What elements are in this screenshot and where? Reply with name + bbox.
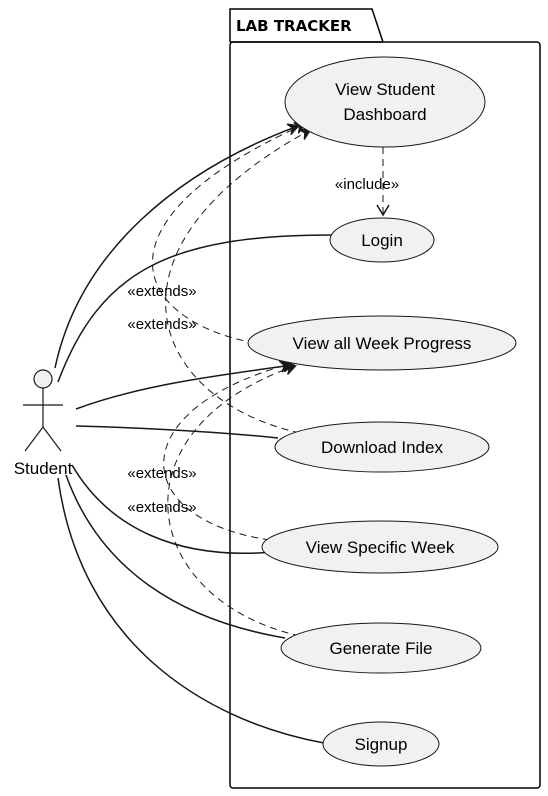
actor-student: Student — [14, 369, 73, 478]
extends-arrow-2 — [165, 130, 310, 434]
usecase-login-label: Login — [361, 231, 403, 250]
usecase-view-specific-week: View Specific Week — [261, 520, 499, 574]
assoc-specific-week — [71, 464, 274, 554]
usecase-signup-label: Signup — [355, 735, 408, 754]
extends-arrow-3 — [163, 364, 290, 541]
actor-label: Student — [14, 459, 73, 478]
assoc-signup — [57, 477, 325, 744]
extends-label-3: «extends» — [127, 465, 196, 482]
usecase-view-all-week-progress: View all Week Progress — [247, 315, 517, 371]
assoc-login — [57, 234, 334, 383]
extends-label-2: «extends» — [127, 316, 196, 333]
extends-arrow-4 — [167, 366, 301, 637]
assoc-download-index — [75, 425, 279, 439]
assoc-generate-file — [65, 474, 286, 639]
usecase-download-index: Download Index — [274, 421, 490, 473]
usecase-week-progress-label: View all Week Progress — [293, 334, 472, 353]
usecase-dashboard-line1: View Student — [335, 80, 435, 99]
usecase-generate-file: Generate File — [280, 622, 482, 674]
include-label: «include» — [335, 176, 399, 193]
extends-label-1: «extends» — [127, 283, 196, 300]
usecase-login: Login — [329, 217, 435, 263]
actor-head-icon — [33, 369, 53, 389]
package-title: LAB TRACKER — [236, 17, 352, 35]
usecase-view-student-dashboard: View Student Dashboard — [284, 56, 486, 148]
usecase-dashboard-line2: Dashboard — [343, 105, 426, 124]
usecase-signup: Signup — [322, 721, 440, 767]
package-lab-tracker: LAB TRACKER — [229, 8, 541, 789]
extends-label-4: «extends» — [127, 499, 196, 516]
assoc-dashboard — [54, 126, 298, 369]
usecase-specific-week-label: View Specific Week — [306, 538, 455, 557]
dependencies — [152, 124, 390, 637]
usecase-generate-file-label: Generate File — [330, 639, 433, 658]
associations — [54, 126, 334, 744]
usecase-download-index-label: Download Index — [321, 438, 443, 457]
assoc-week-progress — [75, 365, 293, 410]
